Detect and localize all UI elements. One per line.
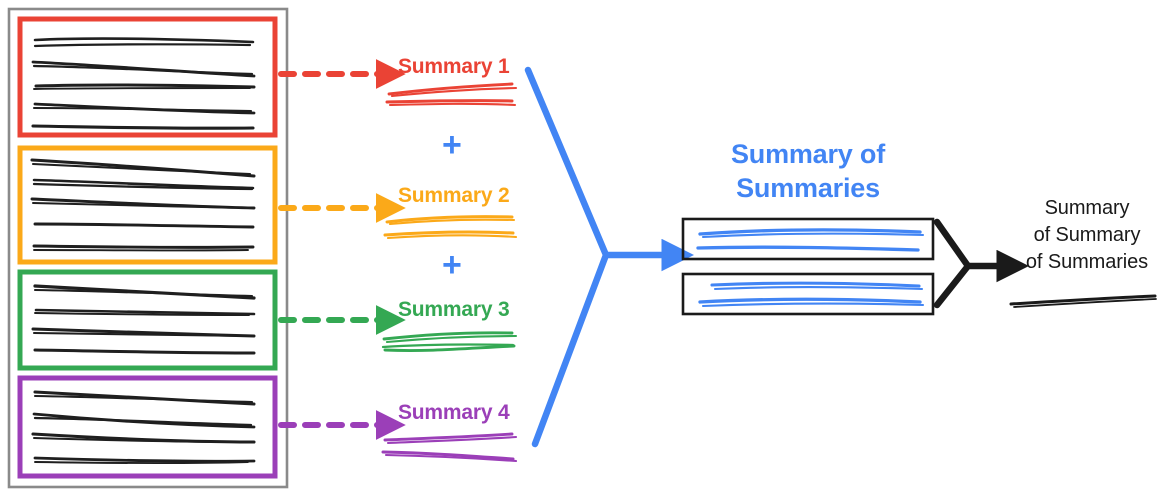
plus-operator-1: +	[442, 126, 462, 164]
chunk-green-text-lines	[31, 284, 256, 355]
plus-operator-2: +	[442, 246, 462, 284]
sos-box-1[interactable]	[681, 217, 935, 261]
sos-box-1-lines	[696, 228, 925, 252]
summary-3-lines	[381, 331, 518, 352]
chunk-red-text-lines	[31, 37, 256, 130]
black-merge-upper-arm	[933, 218, 972, 270]
summary-2-label: Summary 2	[398, 184, 510, 207]
chunk-box-green[interactable]	[17, 269, 278, 371]
summary-2-lines	[383, 215, 518, 240]
chunk-orange-text-lines	[30, 158, 256, 252]
black-merge-lower-arm	[933, 262, 972, 309]
summary-4-label: Summary 4	[398, 401, 510, 424]
summary-1-label: Summary 1	[398, 55, 510, 78]
final-output-title-line3: of Summaries	[1025, 251, 1149, 273]
blue-funnel-lower-arm	[531, 251, 610, 448]
summary-1-lines	[385, 82, 518, 107]
chunk-box-purple[interactable]	[17, 375, 278, 479]
summary-4-lines	[381, 432, 518, 463]
chunk-box-orange[interactable]	[17, 145, 278, 265]
document-container-border	[7, 7, 289, 489]
final-output-lines	[1009, 294, 1157, 308]
chunk-box-red[interactable]	[17, 16, 278, 138]
summary-of-summaries-title-line1: Summary of	[730, 139, 886, 169]
chunk-purple-text-lines	[31, 390, 256, 465]
sos-box-2-lines	[698, 281, 925, 308]
blue-funnel-upper-arm	[524, 66, 610, 259]
summary-of-summaries-title-line2: Summaries	[736, 173, 880, 203]
final-output-title-line2: of Summary	[1033, 224, 1141, 246]
final-output-title-line1: Summary	[1044, 197, 1130, 219]
sos-box-2[interactable]	[681, 272, 935, 316]
summary-3-label: Summary 3	[398, 298, 510, 321]
